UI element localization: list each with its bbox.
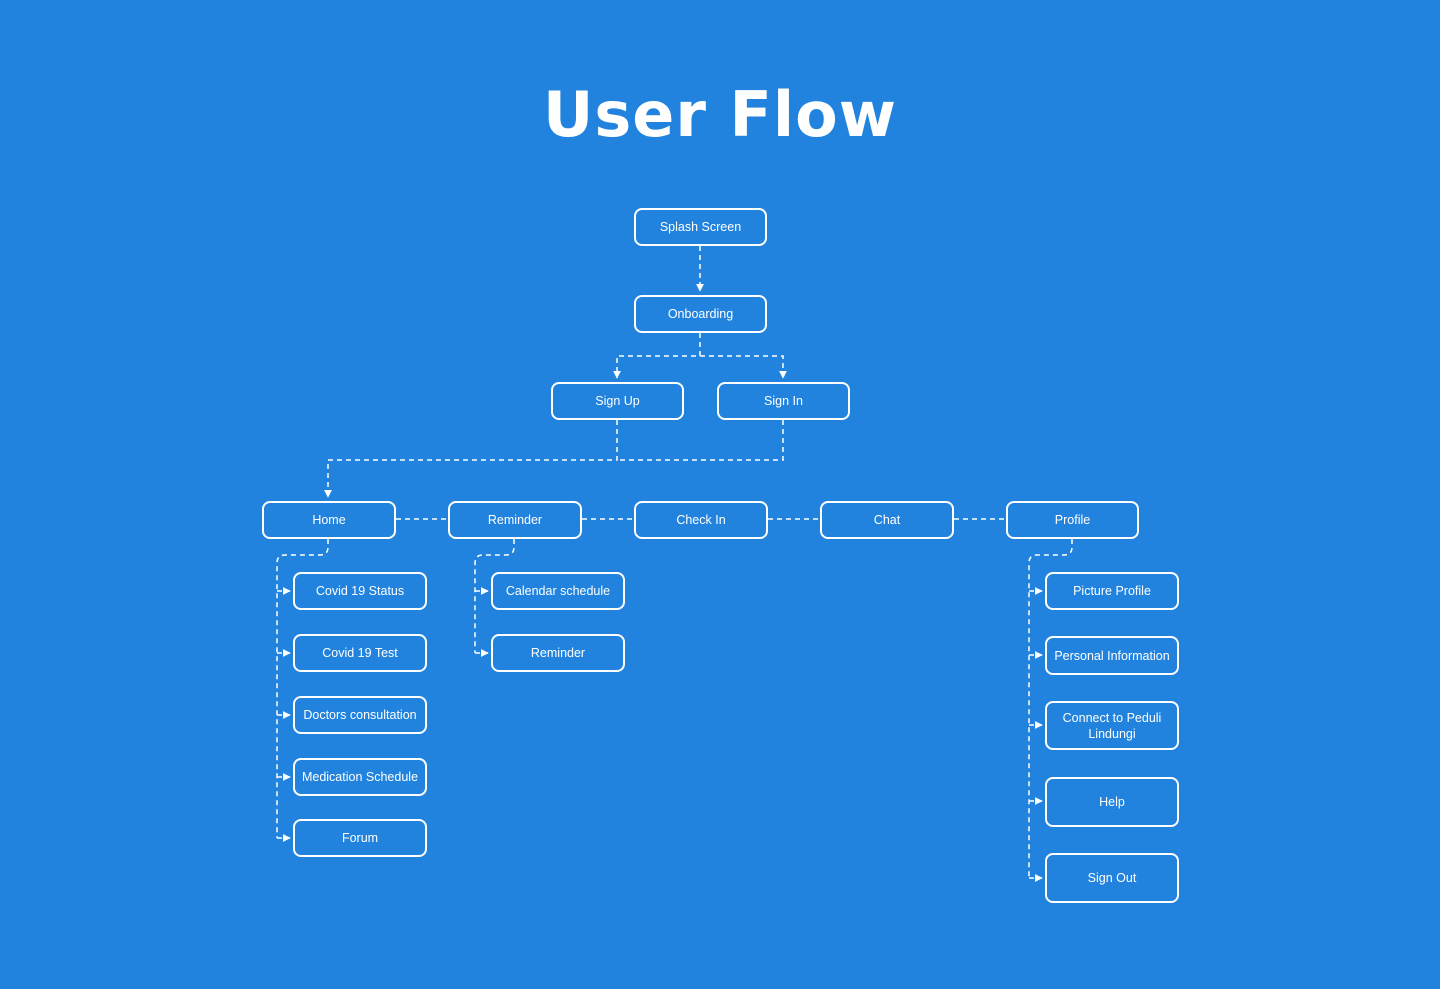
node-label: Sign In bbox=[764, 394, 803, 408]
node-covid-19-test[interactable]: Covid 19 Test bbox=[293, 634, 427, 672]
node-label: Reminder bbox=[487, 513, 543, 527]
node-label: Chat bbox=[873, 513, 901, 527]
node-help[interactable]: Help bbox=[1045, 777, 1179, 827]
node-splash-screen[interactable]: Splash Screen bbox=[634, 208, 767, 246]
node-doctors-consultation[interactable]: Doctors consultation bbox=[293, 696, 427, 734]
node-label: Covid 19 Test bbox=[322, 646, 398, 660]
node-label: Medication Schedule bbox=[301, 770, 419, 784]
node-sign-out[interactable]: Sign Out bbox=[1045, 853, 1179, 903]
node-calendar-schedule[interactable]: Calendar schedule bbox=[491, 572, 625, 610]
connector-home-children bbox=[276, 539, 329, 838]
node-profile[interactable]: Profile bbox=[1006, 501, 1139, 539]
node-check-in[interactable]: Check In bbox=[634, 501, 768, 539]
node-label: Picture Profile bbox=[1073, 584, 1151, 598]
node-label: Home bbox=[312, 513, 346, 527]
node-medication-schedule[interactable]: Medication Schedule bbox=[293, 758, 427, 796]
node-personal-information[interactable]: Personal Information bbox=[1045, 636, 1179, 675]
node-picture-profile[interactable]: Picture Profile bbox=[1045, 572, 1179, 610]
node-covid-19-status[interactable]: Covid 19 Status bbox=[293, 572, 427, 610]
node-forum[interactable]: Forum bbox=[293, 819, 427, 857]
node-label: Personal Information bbox=[1054, 648, 1170, 663]
node-label: Splash Screen bbox=[659, 220, 742, 234]
node-label: Connect to Peduli Lindungi bbox=[1062, 710, 1162, 741]
node-label: Reminder bbox=[530, 646, 586, 660]
node-label: Help bbox=[1099, 795, 1125, 809]
node-label: Sign Up bbox=[595, 394, 640, 408]
connector-profile-children bbox=[1028, 539, 1073, 878]
node-label: Profile bbox=[1054, 513, 1091, 527]
connector-reminder-children bbox=[474, 539, 515, 653]
node-label: Doctors consultation bbox=[303, 708, 417, 722]
node-chat[interactable]: Chat bbox=[820, 501, 954, 539]
node-home[interactable]: Home bbox=[262, 501, 396, 539]
node-label: Check In bbox=[676, 513, 726, 527]
node-label: Onboarding bbox=[667, 307, 734, 321]
node-label: Calendar schedule bbox=[505, 584, 611, 598]
node-reminder-sub[interactable]: Reminder bbox=[491, 634, 625, 672]
connector-signin-home bbox=[617, 420, 784, 461]
node-sign-up[interactable]: Sign Up bbox=[551, 382, 684, 420]
node-reminder[interactable]: Reminder bbox=[448, 501, 582, 539]
node-connect-peduli-lindungi[interactable]: Connect to Peduli Lindungi bbox=[1045, 701, 1179, 750]
connector-onboarding-signup bbox=[613, 333, 701, 379]
node-sign-in[interactable]: Sign In bbox=[717, 382, 850, 420]
node-label: Forum bbox=[341, 831, 379, 845]
node-label: Sign Out bbox=[1087, 871, 1137, 885]
connector-signup-home bbox=[324, 420, 618, 498]
node-label: Covid 19 Status bbox=[315, 584, 405, 598]
connector-onboarding-signin bbox=[700, 355, 787, 379]
page-title: User Flow bbox=[543, 78, 897, 151]
node-onboarding[interactable]: Onboarding bbox=[634, 295, 767, 333]
